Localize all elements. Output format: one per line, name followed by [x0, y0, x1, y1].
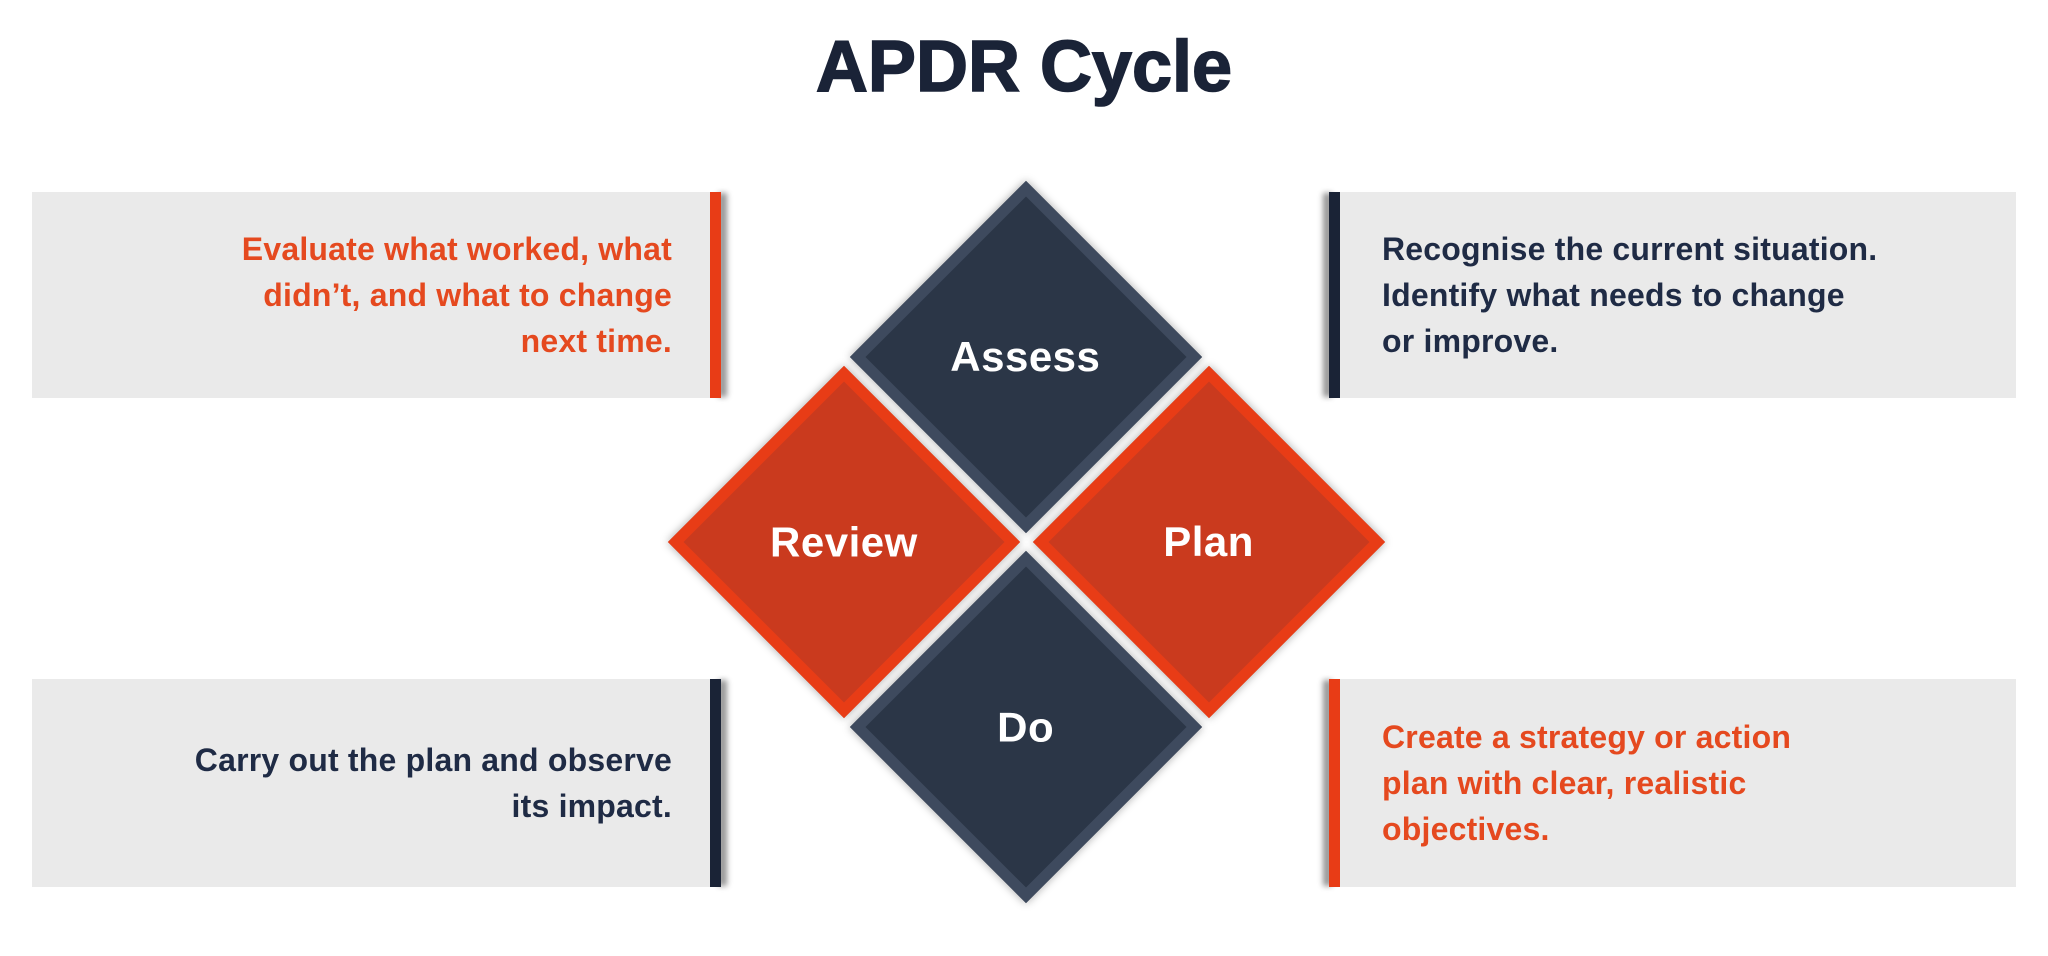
- accent-bar: [710, 679, 721, 887]
- diamond-assess-label: Assess: [950, 333, 1102, 380]
- diamond-plan-label: Plan: [1163, 517, 1255, 565]
- callout-plan-note-text: Create a strategy or action plan with cl…: [1382, 719, 1792, 847]
- accent-bar: [710, 192, 721, 398]
- callout-do-note-text: Carry out the plan and observe its impac…: [194, 742, 672, 824]
- page-title: APDR Cycle: [815, 26, 1233, 108]
- accent-bar: [1329, 679, 1340, 887]
- diamond-do-label: Do: [997, 703, 1055, 750]
- callout-review-note-text: Evaluate what worked, what didn’t, and w…: [241, 231, 672, 359]
- diamond-review-label: Review: [770, 518, 918, 565]
- callout-assess-note-text: Recognise the current situation. Identif…: [1382, 231, 1878, 359]
- callout-review-note: Evaluate what worked, what didn’t, and w…: [32, 192, 721, 398]
- callout-assess-note: Recognise the current situation. Identif…: [1329, 192, 2016, 398]
- callout-plan-note: Create a strategy or action plan with cl…: [1329, 679, 2016, 887]
- callout-do-note: Carry out the plan and observe its impac…: [32, 679, 721, 887]
- accent-bar: [1329, 192, 1340, 398]
